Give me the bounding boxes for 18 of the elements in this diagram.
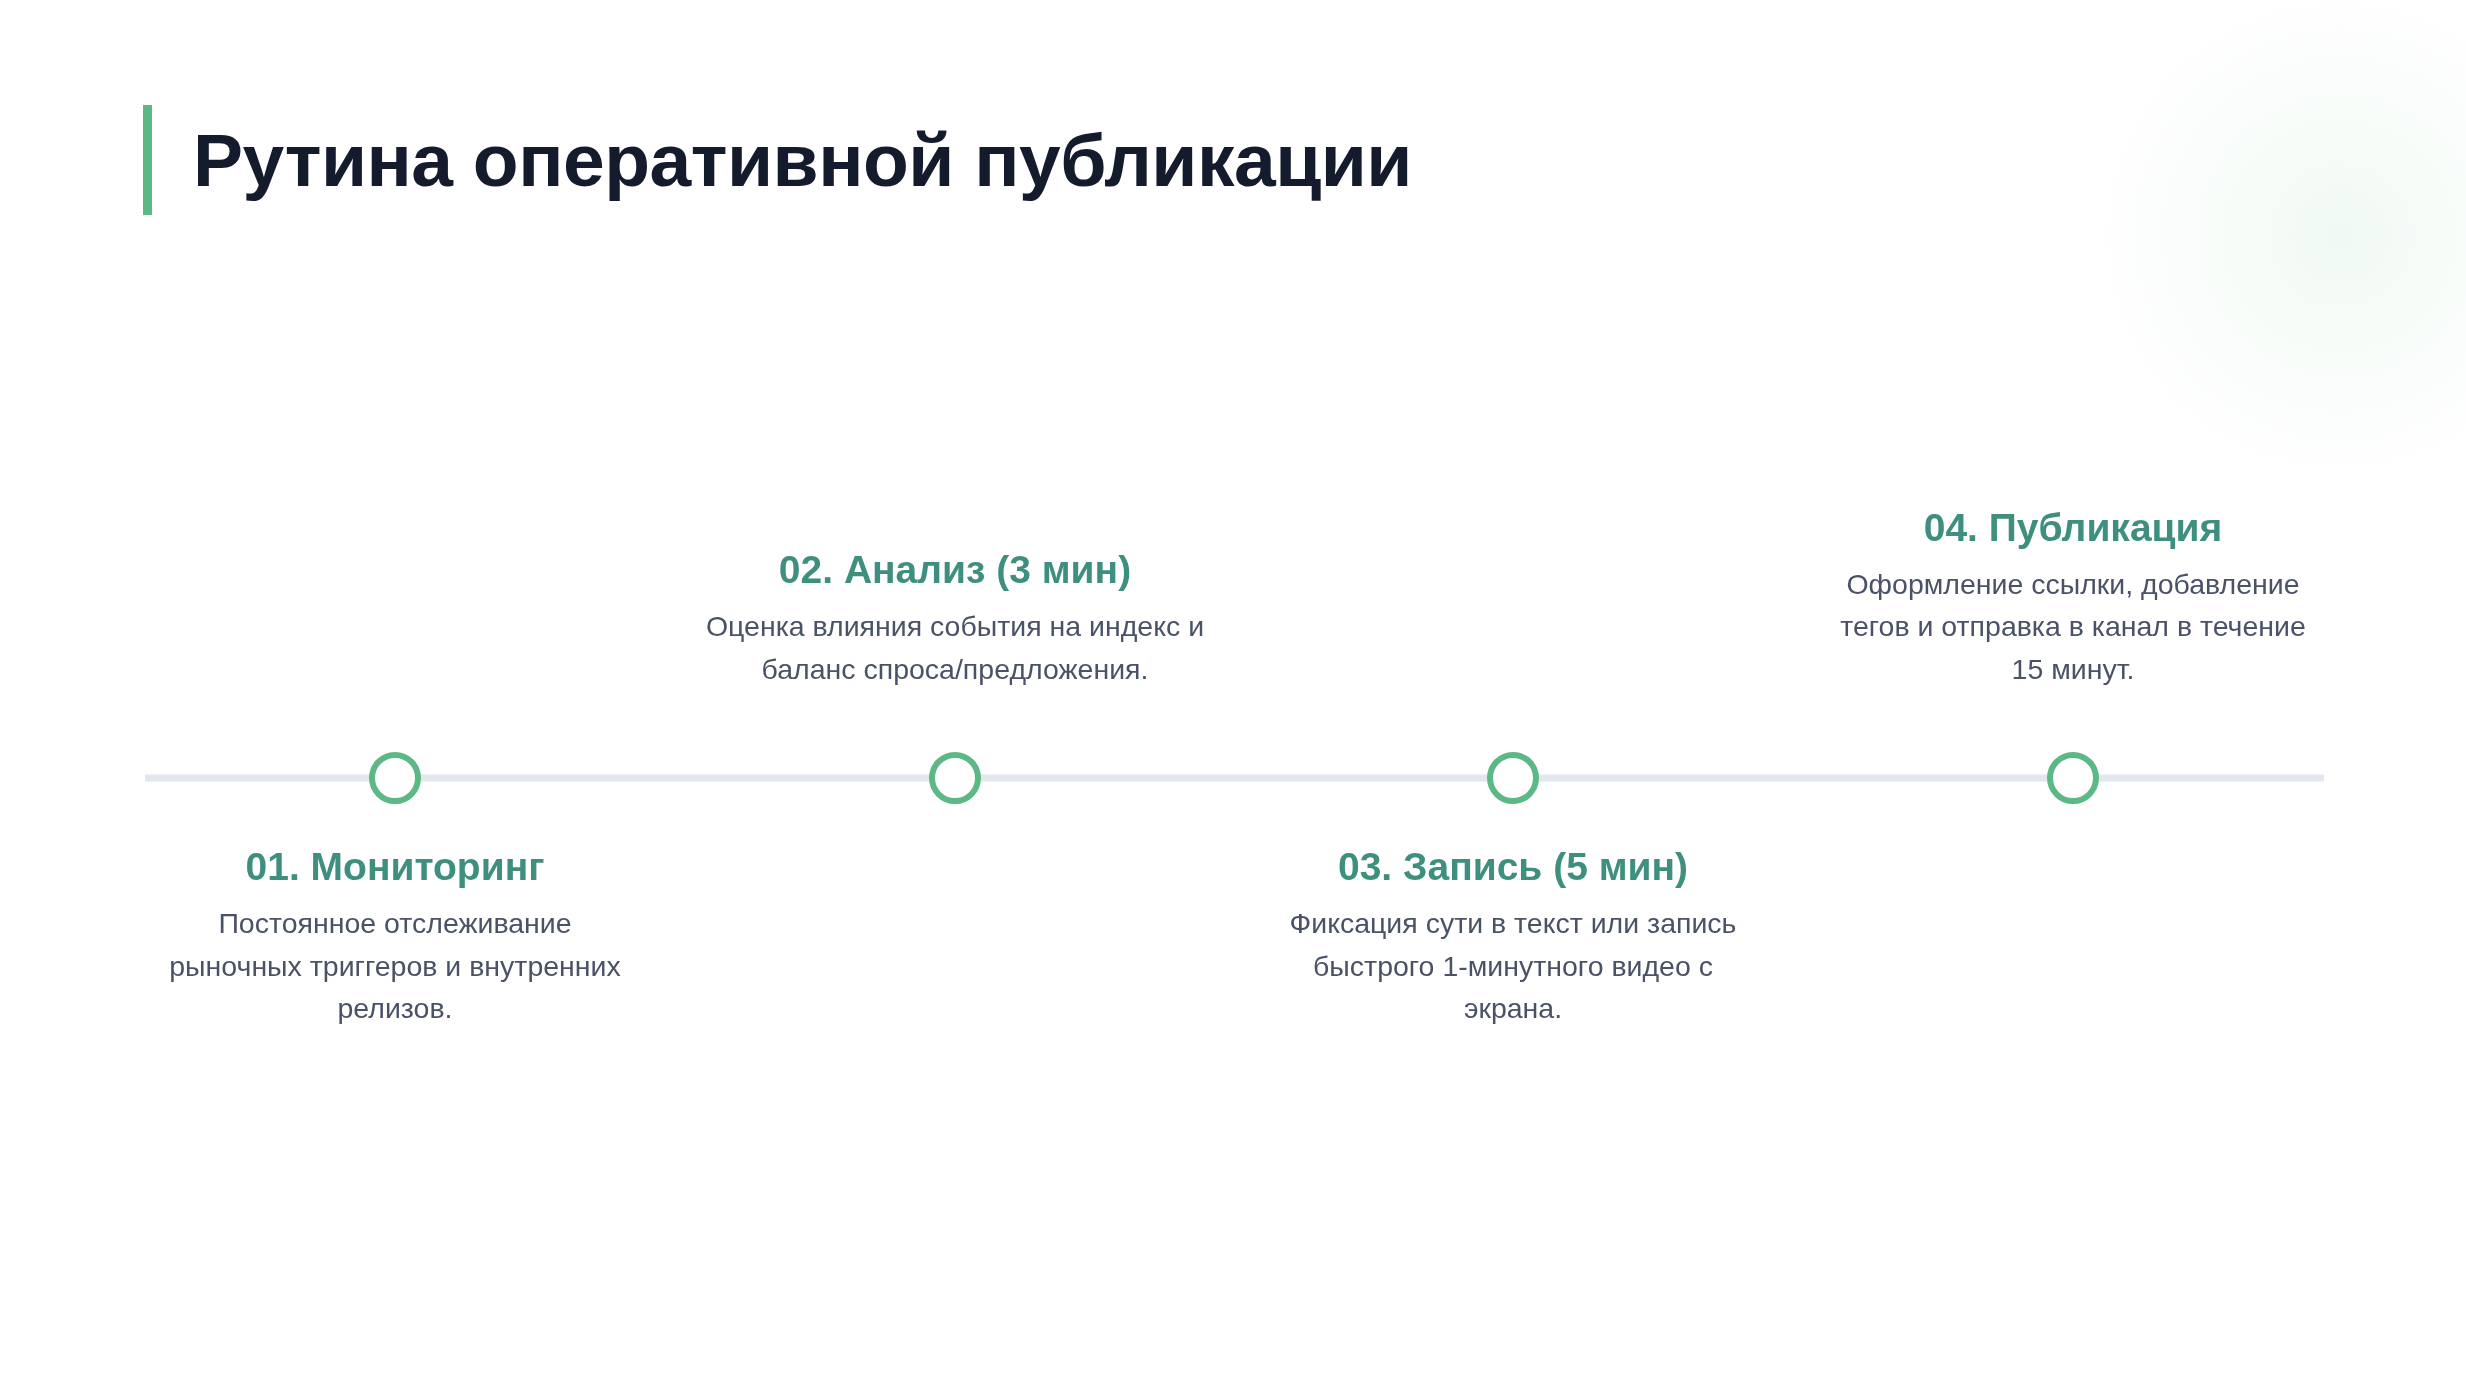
step-description: Постоянное отслеживание рыночных триггеров и внутренних релизов. [168, 906, 622, 1026]
step-description: Оценка влияния события на индекс и баланс спроса/предложения. [704, 609, 1206, 687]
step-description: Оформление ссылки, добавление тегов и отправка в канал в течение 15 минут. [1839, 566, 2307, 687]
title: Рутина оперативной публикации [193, 117, 1412, 204]
step-heading: 04. Публикация [1923, 504, 2223, 551]
timeline-line [1539, 774, 2047, 782]
timeline-line [421, 774, 929, 782]
timeline-marker [929, 752, 981, 804]
timeline-marker [2047, 752, 2099, 804]
step-description: Фиксация сути в текст или запись быстрого 1-минутного видео с экрана. [1288, 906, 1738, 1026]
timeline-line [145, 774, 369, 782]
step-heading: 01. Мониторинг [245, 844, 545, 890]
timeline-line [2099, 774, 2324, 782]
timeline-marker [1487, 752, 1539, 804]
step-heading: 03. Запись (5 мин) [1337, 844, 1689, 890]
step-heading: 02. Анализ (3 мин) [778, 547, 1132, 593]
timeline-line [981, 774, 1487, 782]
timeline-marker [369, 752, 421, 804]
